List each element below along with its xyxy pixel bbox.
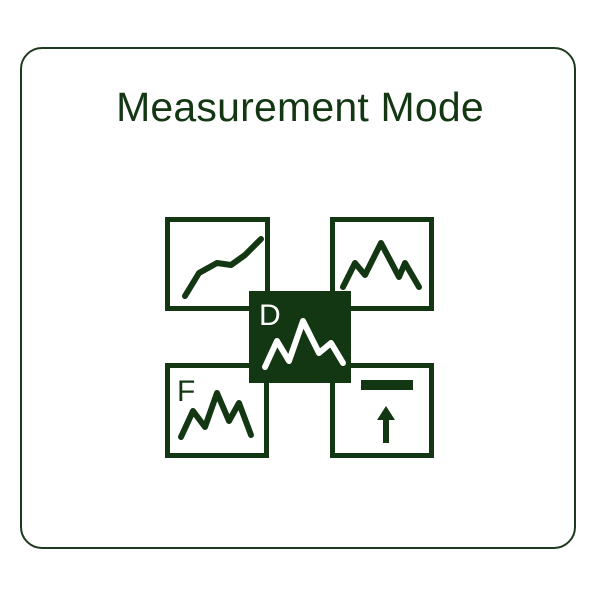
- spectrum-peaks-icon: [330, 217, 434, 311]
- measurement-mode-icon[interactable]: F D: [165, 215, 435, 459]
- dynamic-mode-icon: D: [249, 291, 351, 383]
- peak-hold-arrow-icon: [330, 363, 434, 458]
- page-title: Measurement Mode: [116, 84, 484, 130]
- fft-letter: F: [177, 375, 195, 408]
- dynamic-letter: D: [259, 299, 281, 332]
- trend-line-icon: [165, 217, 270, 311]
- fft-peaks-icon: F: [165, 363, 269, 458]
